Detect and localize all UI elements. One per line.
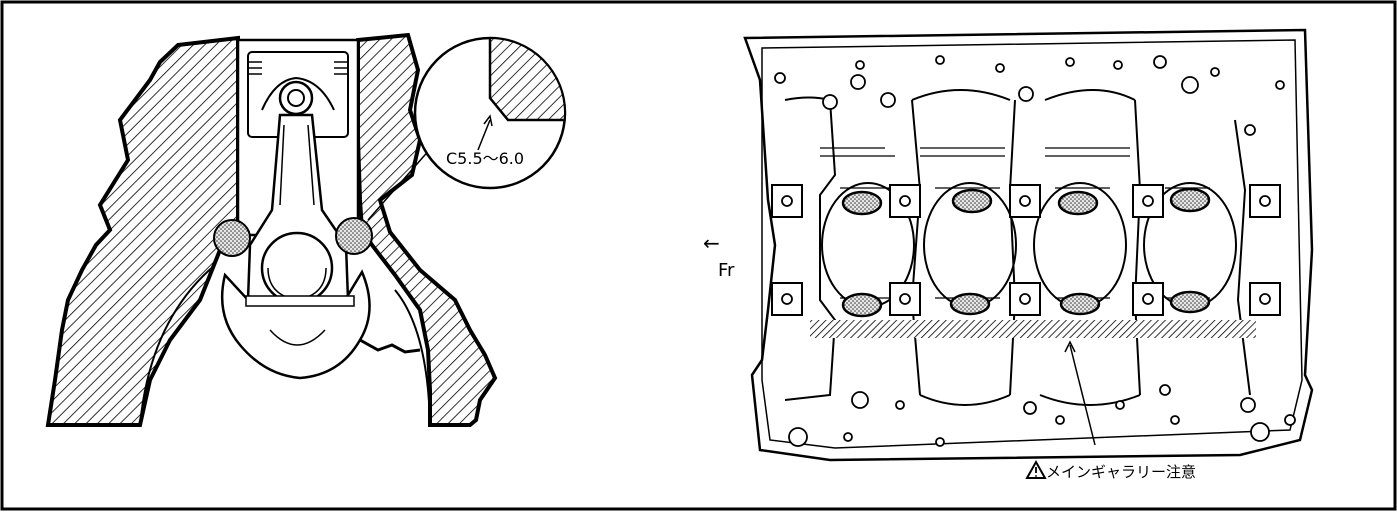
main-gallery-warning: メインギャラリー注意 xyxy=(1025,459,1196,481)
cylinder-block-bottom-view xyxy=(743,28,1314,462)
front-direction-label: Fr xyxy=(718,260,735,281)
right-block-wall xyxy=(356,32,498,427)
chamfer-zone-left xyxy=(213,219,251,257)
rod-cap xyxy=(245,295,355,307)
crank-arc-right xyxy=(394,289,431,426)
block-outline xyxy=(743,28,1314,462)
chamfer-detail-view: C5.5～6.0 xyxy=(413,36,567,190)
crankcase-cross-section xyxy=(45,32,498,427)
warning-triangle-icon xyxy=(1025,459,1047,479)
left-block-wall xyxy=(45,35,240,427)
crank-counterweight xyxy=(220,269,371,380)
bottom-notch xyxy=(359,338,421,354)
warning-note-text: メインギャラリー注意 xyxy=(1046,463,1196,481)
crankpin xyxy=(260,231,334,305)
chamfer-zone-right xyxy=(335,217,373,255)
main-gallery-band xyxy=(810,320,1256,338)
front-direction-arrow: ← xyxy=(703,231,720,255)
chamfer-callout-label: C5.5～6.0 xyxy=(446,149,524,168)
crank-arc xyxy=(139,264,216,426)
gallery-leader-line xyxy=(1069,344,1096,446)
boss-holes xyxy=(781,195,1271,305)
perimeter-bolt-holes xyxy=(774,55,1296,447)
bulkheads xyxy=(784,89,1251,406)
oil-hole-marks xyxy=(841,187,1211,318)
chamfer-arrow xyxy=(477,119,491,151)
piston-pin-hole xyxy=(287,89,305,107)
